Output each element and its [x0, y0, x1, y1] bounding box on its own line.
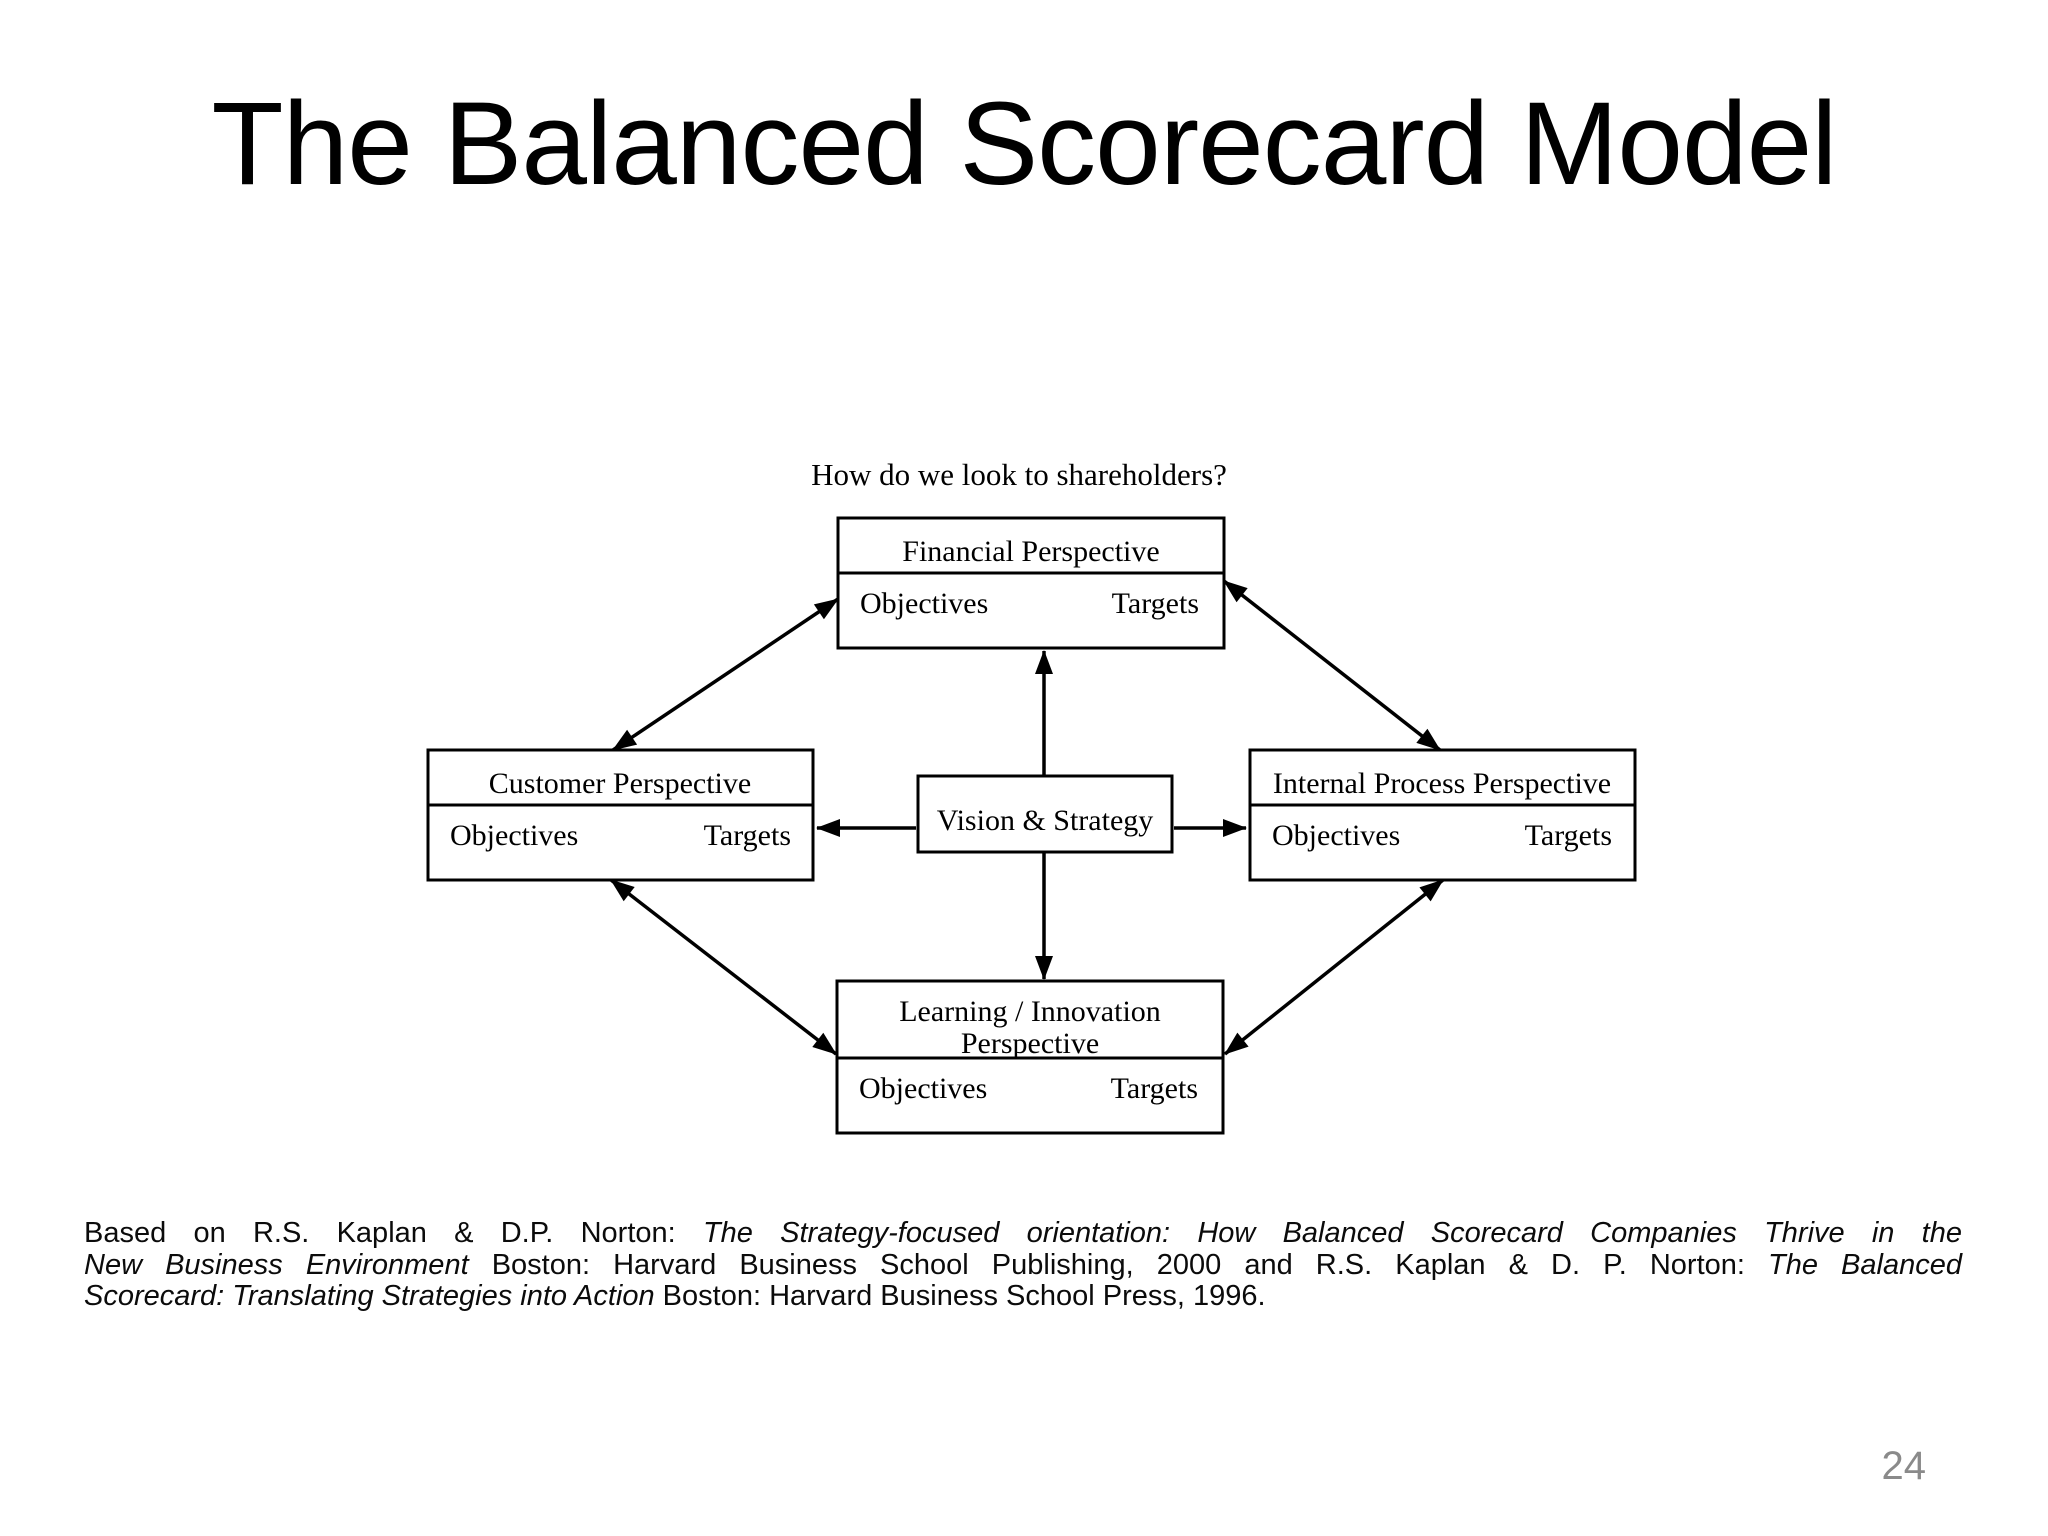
slide-title: The Balanced Scorecard Model	[211, 78, 1838, 210]
internal-objectives-label: Objectives	[1272, 819, 1400, 852]
citation-text-segment: Boston: Harvard Business School Publishi…	[468, 1248, 1769, 1281]
learning-targets-label: Targets	[1111, 1072, 1198, 1105]
financial-targets-label: Targets	[1112, 587, 1199, 620]
learning-box-title-line2: Perspective	[961, 1027, 1099, 1060]
financial-box-outline	[836, 516, 1226, 650]
citation-italic-segment: Scorecard: Translating Strategies into A…	[84, 1280, 655, 1312]
learning-box-title-line1: Learning / Innovation	[899, 995, 1161, 1028]
arrow-financial-internal	[1222, 579, 1442, 752]
arrow-customer-learning	[609, 878, 838, 1056]
customer-box-title: Customer Perspective	[489, 767, 751, 800]
citation-text-segment: Based on R.S. Kaplan & D.P. Norton:	[84, 1217, 703, 1249]
learning-innovation-perspective-box: Learning / Innovation Perspective Object…	[835, 979, 1225, 1135]
financial-perspective-box: Financial Perspective Objectives Targets	[836, 516, 1226, 650]
financial-objectives-label: Objectives	[860, 587, 988, 620]
citation-italic-segment: The Balanced	[1768, 1248, 1962, 1281]
citation: Based on R.S. Kaplan & D.P. Norton: The …	[84, 1217, 1962, 1313]
learning-objectives-label: Objectives	[859, 1072, 987, 1105]
citation-line: Scorecard: Translating Strategies into A…	[84, 1280, 1962, 1313]
citation-text-segment: Boston: Harvard Business School Press, 1…	[654, 1280, 1266, 1312]
vision-box-title: Vision & Strategy	[937, 804, 1154, 837]
arrow-customer-financial	[612, 597, 839, 752]
customer-targets-label: Targets	[704, 819, 791, 852]
citation-italic-segment: New Business Environment	[84, 1248, 469, 1281]
customer-objectives-label: Objectives	[450, 819, 578, 852]
internal-targets-label: Targets	[1525, 819, 1612, 852]
citation-line: New Business Environment Boston: Harvard…	[84, 1248, 1962, 1282]
internal-process-perspective-box: Internal Process Perspective Objectives …	[1248, 748, 1637, 882]
financial-box-title: Financial Perspective	[902, 535, 1159, 568]
citation-italic-segment: The Strategy-focused orientation: How Ba…	[702, 1217, 1962, 1249]
customer-perspective-box: Customer Perspective Objectives Targets	[426, 748, 815, 882]
citation-line: Based on R.S. Kaplan & D.P. Norton: The …	[84, 1217, 1962, 1250]
vision-strategy-box: Vision & Strategy	[916, 774, 1174, 854]
internal-box-title: Internal Process Perspective	[1273, 767, 1611, 800]
page-number: 24	[1881, 1444, 1927, 1488]
question-shareholders-label: How do we look to shareholders?	[811, 457, 1227, 492]
arrow-internal-learning	[1223, 878, 1445, 1056]
